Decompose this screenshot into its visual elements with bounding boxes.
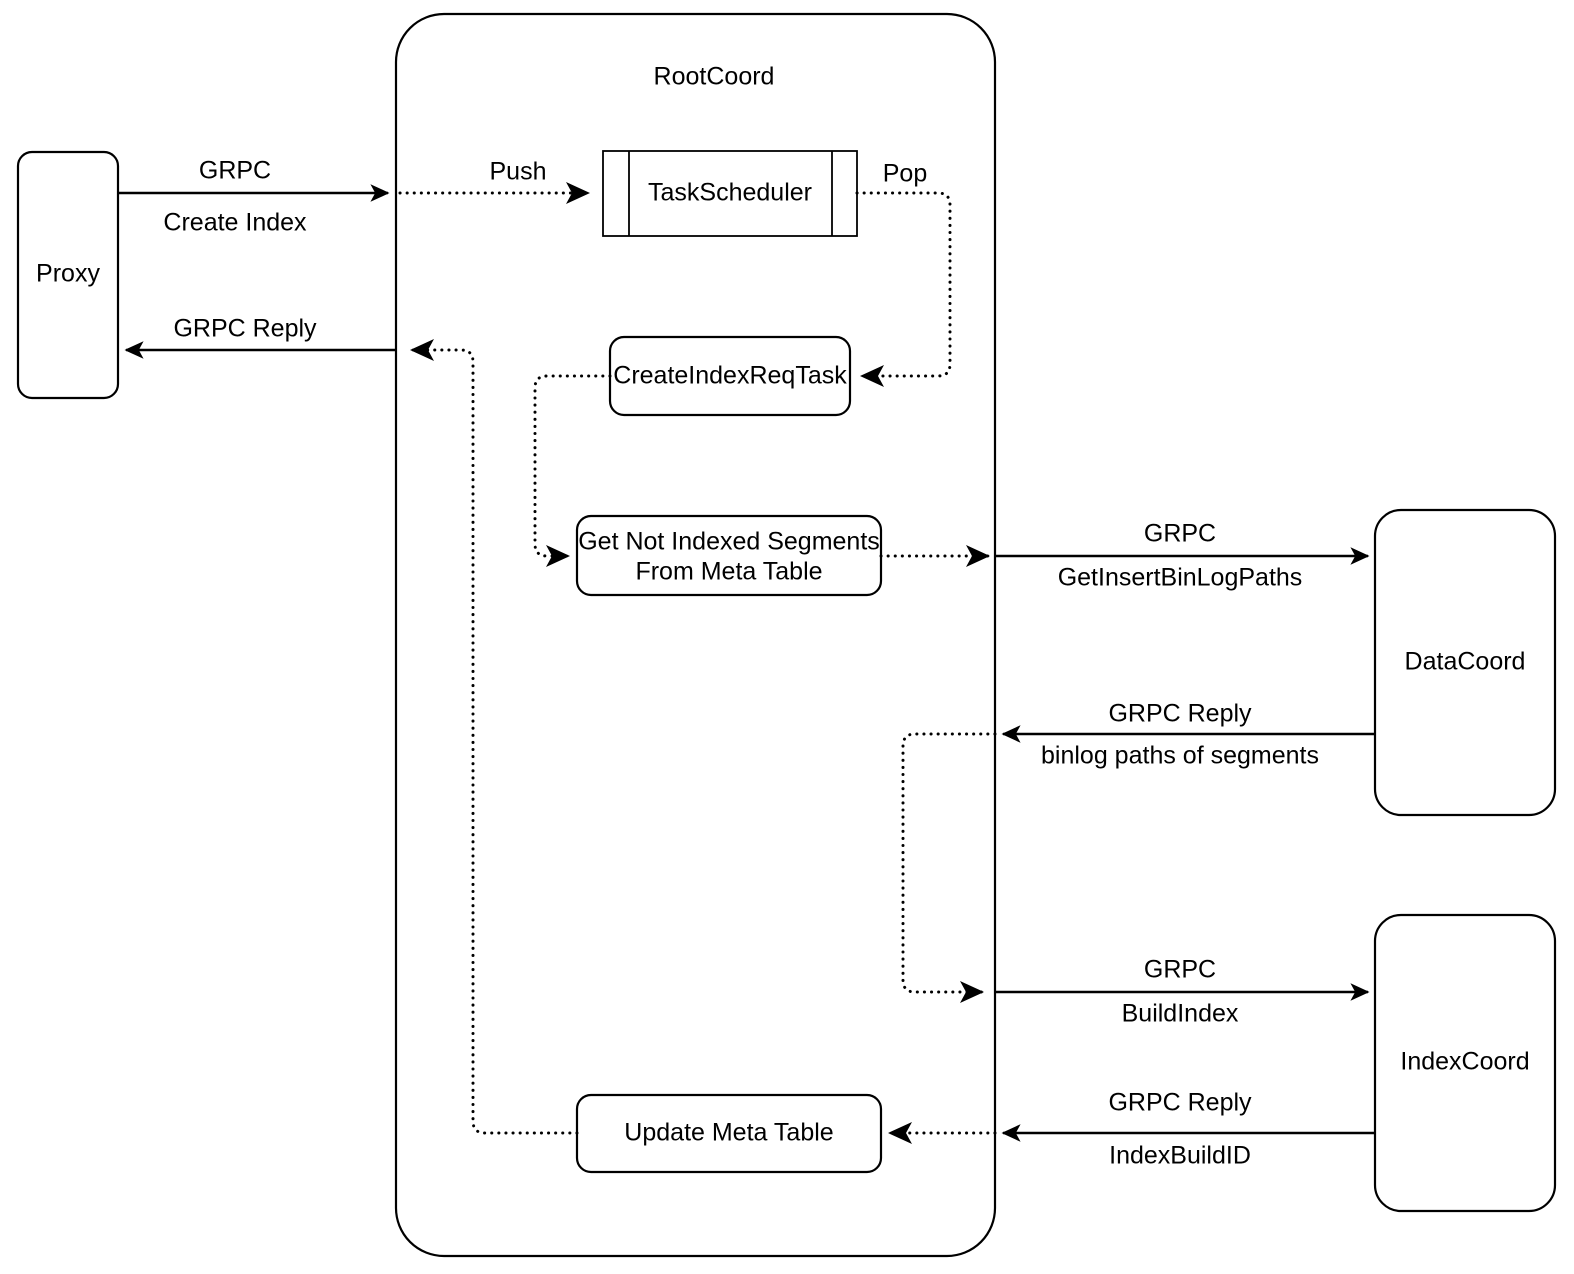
edge-proxy-to-rootcoord: GRPC Create Index	[118, 157, 390, 237]
get-not-indexed-segments-label-line2: From Meta Table	[635, 558, 822, 586]
edge-indexcoord-to-rootcoord-label-1: GRPC Reply	[1108, 1089, 1252, 1117]
edge-rootcoord-to-indexcoord: GRPC BuildIndex	[995, 956, 1370, 1028]
edge-indexcoord-to-rootcoord: GRPC Reply IndexBuildID	[1001, 1089, 1375, 1170]
node-data-coord[interactable]: DataCoord	[1373, 508, 1557, 817]
edge-pop: Pop	[855, 160, 952, 387]
edge-push-label: Push	[490, 158, 547, 186]
data-coord-label: DataCoord	[1405, 648, 1526, 676]
edge-datacoord-to-rootcoord-label-2: binlog paths of segments	[1041, 742, 1319, 770]
get-not-indexed-segments-label-line1: Get Not Indexed Segments	[578, 528, 880, 556]
edge-indexcoord-to-rootcoord-label-2: IndexBuildID	[1109, 1142, 1251, 1170]
edge-push: Push	[398, 158, 590, 204]
node-task-scheduler[interactable]: TaskScheduler	[602, 150, 858, 237]
edge-update-meta-table-to-reply	[410, 339, 579, 1135]
node-proxy[interactable]: Proxy	[16, 150, 120, 400]
rootcoord-title: RootCoord	[654, 63, 775, 91]
update-meta-table-label: Update Meta Table	[624, 1119, 833, 1147]
edge-datacoord-to-rootcoord: GRPC Reply binlog paths of segments	[1001, 700, 1375, 770]
node-update-meta-table[interactable]: Update Meta Table	[575, 1093, 883, 1174]
proxy-label: Proxy	[36, 260, 100, 288]
edge-proxy-to-rootcoord-label-2: Create Index	[163, 209, 307, 237]
create-index-req-task-label: CreateIndexReqTask	[613, 362, 847, 390]
edge-binlog-to-buildindex	[901, 732, 997, 1003]
node-index-coord[interactable]: IndexCoord	[1373, 913, 1557, 1213]
node-get-not-indexed-segments[interactable]: Get Not Indexed Segments From Meta Table	[575, 514, 883, 597]
rootcoord-container: RootCoord	[394, 12, 997, 1258]
index-coord-label: IndexCoord	[1400, 1048, 1529, 1076]
edge-proxy-to-rootcoord-label-1: GRPC	[199, 157, 271, 185]
edge-pop-label: Pop	[883, 160, 927, 188]
edge-rootcoord-to-datacoord: GRPC GetInsertBinLogPaths	[995, 520, 1370, 592]
edge-rootcoord-to-proxy-label-1: GRPC Reply	[173, 315, 317, 343]
edge-rootcoord-to-datacoord-label-1: GRPC	[1144, 520, 1216, 548]
edge-rootcoord-to-indexcoord-label-1: GRPC	[1144, 956, 1216, 984]
edge-rootcoord-to-proxy: GRPC Reply	[124, 315, 396, 359]
task-scheduler-label: TaskScheduler	[648, 179, 812, 207]
node-create-index-req-task[interactable]: CreateIndexReqTask	[608, 335, 852, 417]
edge-rootcoord-to-datacoord-label-2: GetInsertBinLogPaths	[1058, 564, 1303, 592]
edge-rootcoord-to-indexcoord-label-2: BuildIndex	[1122, 1000, 1239, 1028]
edge-datacoord-to-rootcoord-label-1: GRPC Reply	[1108, 700, 1252, 728]
